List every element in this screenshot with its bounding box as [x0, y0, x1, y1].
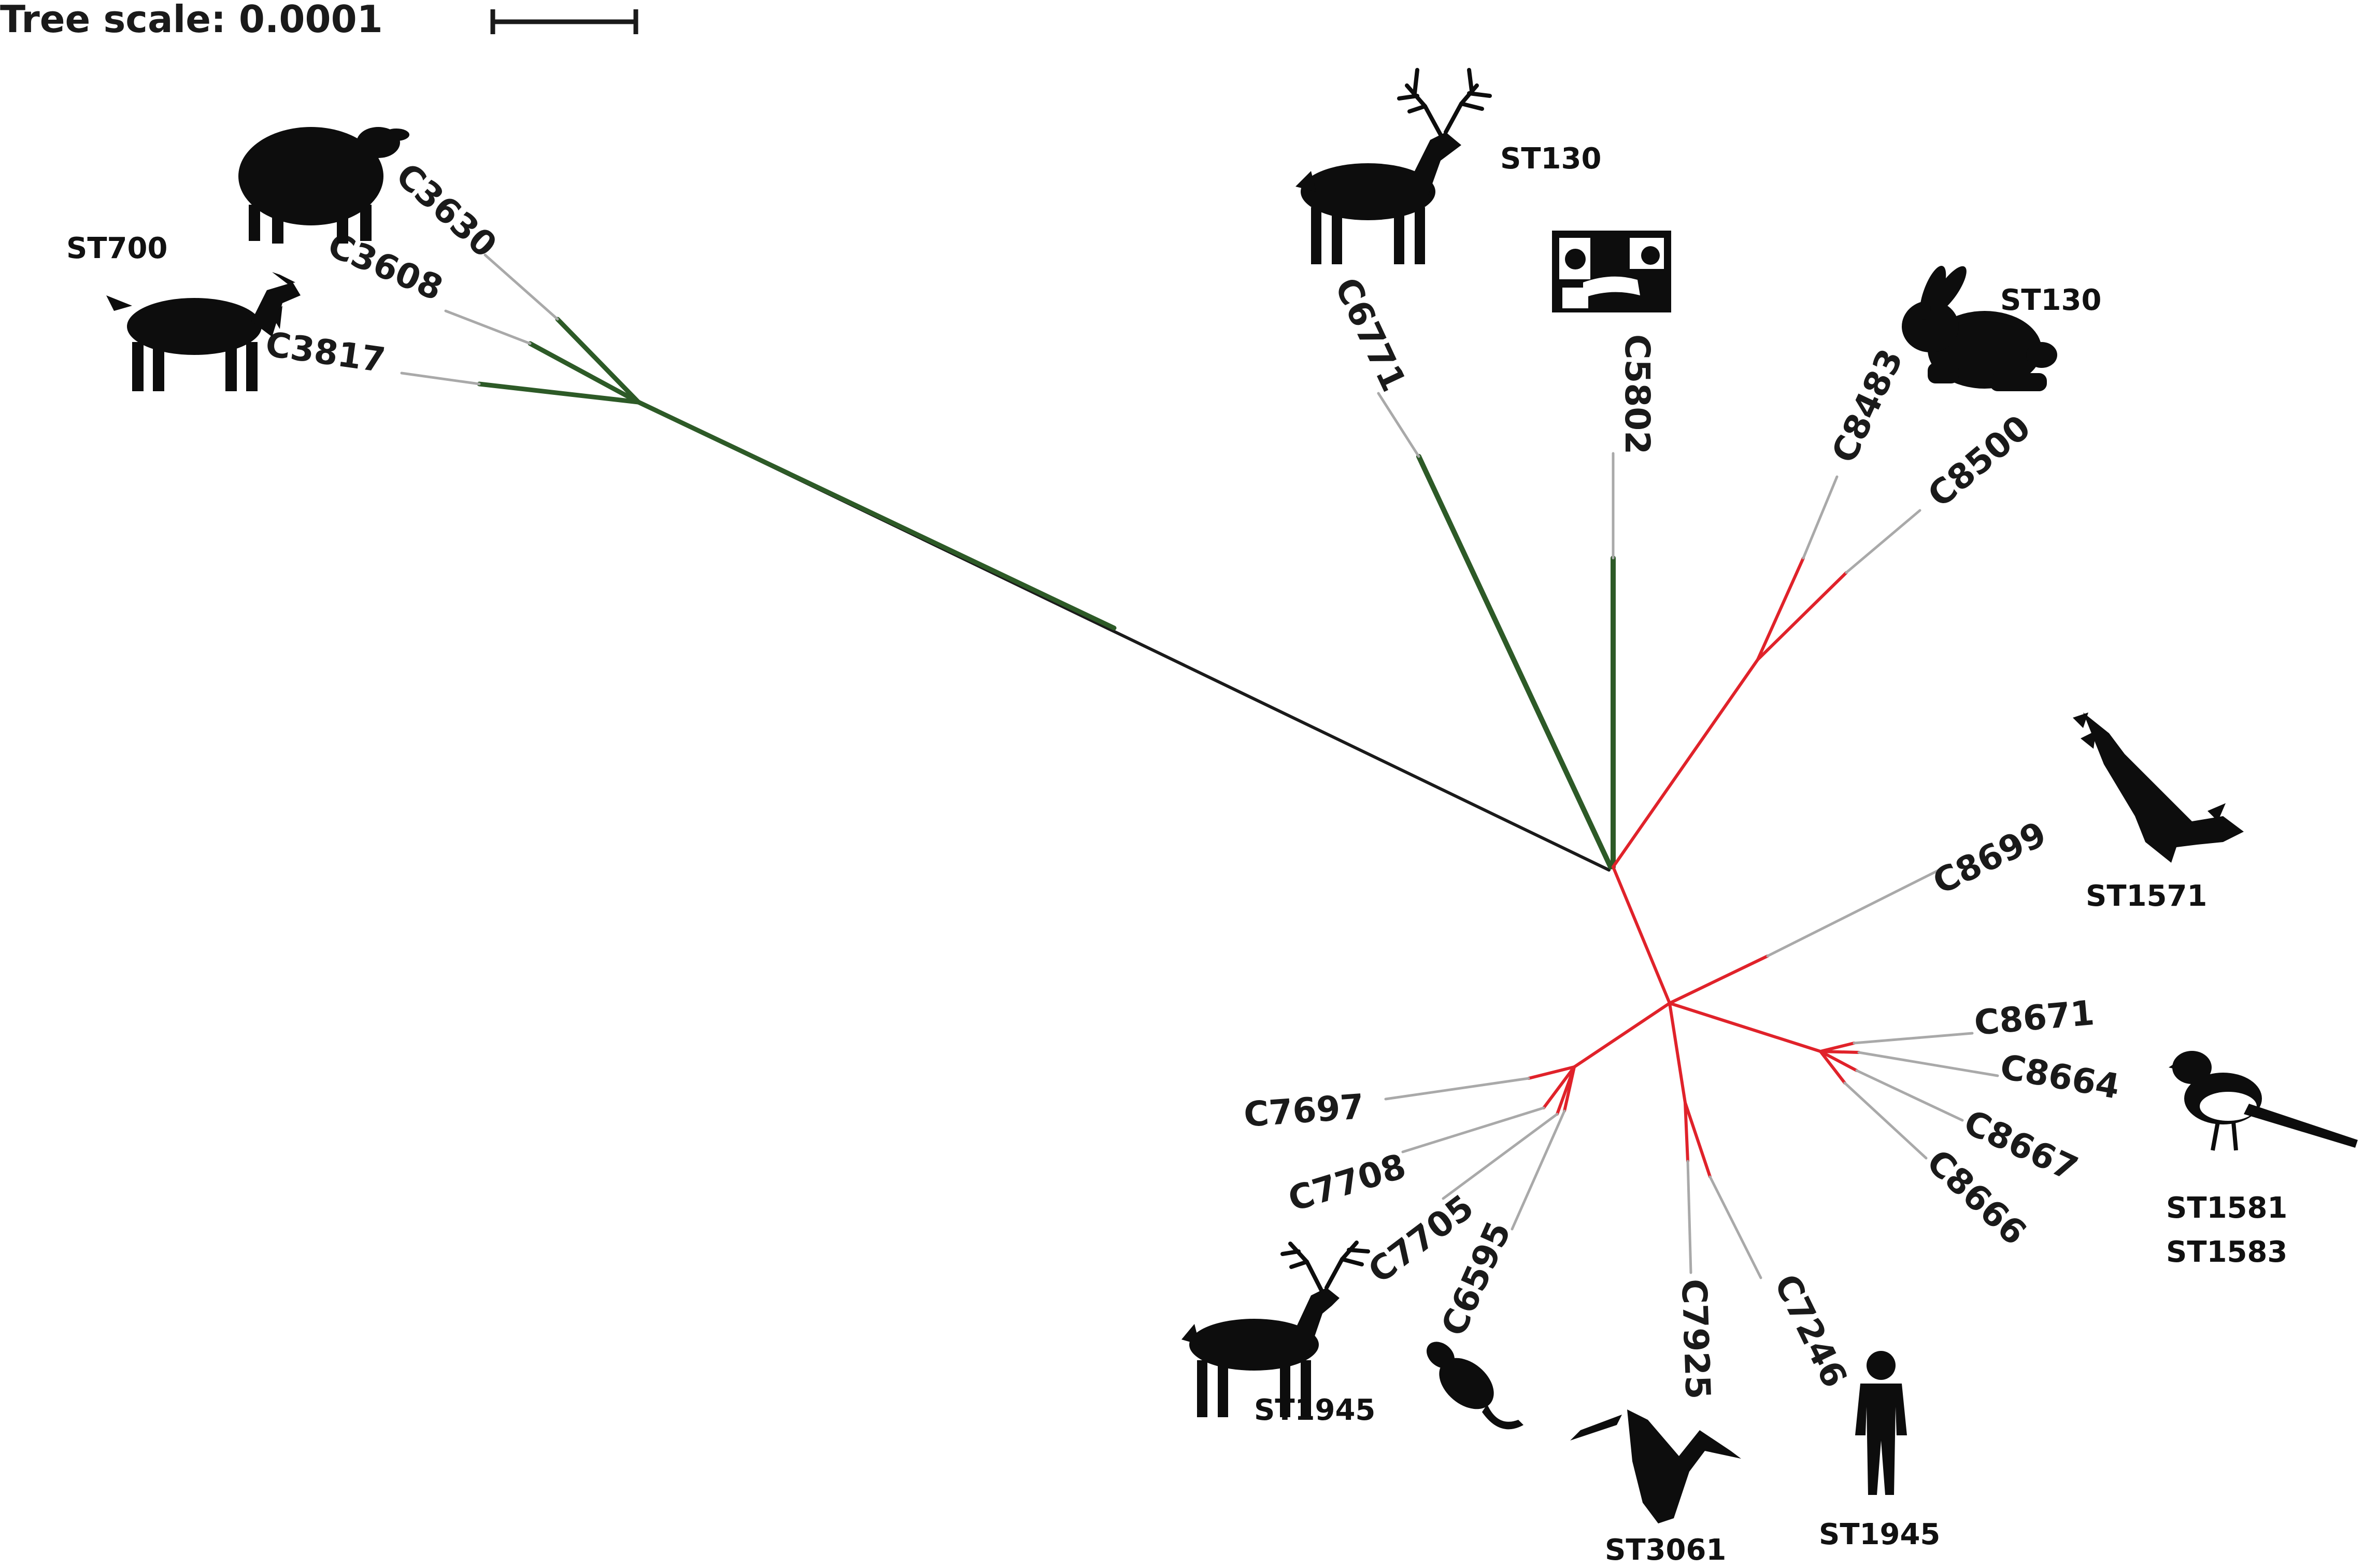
- tip-branches-sheep-goat: [400, 253, 559, 386]
- tip-label-c7697: C7697: [1243, 1087, 1365, 1135]
- human-icon: [1855, 1351, 1907, 1495]
- tip-label-c8671: C8671: [1973, 993, 2096, 1043]
- st-label-st130-rabbit: ST130: [2000, 283, 2101, 317]
- st-label-st1571: ST1571: [2086, 879, 2207, 913]
- tip-label-c7925: C7925: [1674, 1278, 1718, 1400]
- tree-scale: Tree scale: 0.0001: [0, 0, 638, 41]
- rabbit-icon: [1902, 265, 2057, 391]
- st-label-st3061: ST3061: [1605, 1533, 1726, 1567]
- heron-icon: [1570, 1409, 1741, 1523]
- st-label-st1945-deer: ST1945: [1254, 1393, 1375, 1427]
- sheep-icon: [238, 127, 409, 244]
- st-label-st700: ST700: [66, 232, 167, 265]
- tip-label-c3817: C3817: [263, 324, 388, 381]
- tip-labels: C3630 C3608 C3817 C6771 C5802 C8483 C850…: [263, 155, 2123, 1400]
- tip-label-c8483: C8483: [1824, 343, 1911, 469]
- tip-branches-red: [1384, 868, 1999, 1279]
- tip-label-c7246: C7246: [1767, 1268, 1855, 1393]
- red-core: [1527, 865, 1860, 1178]
- tip-label-c8664: C8664: [1997, 1047, 2123, 1107]
- magpie-icon: [2169, 1051, 2358, 1151]
- tip-label-c8699: C8699: [1927, 814, 2052, 902]
- tip-label-c8500: C8500: [1920, 407, 2038, 515]
- tip-label-c7708: C7708: [1284, 1146, 1411, 1220]
- deer-icon: [1181, 1241, 1370, 1417]
- green-clade-deer-clinic: [1416, 454, 1616, 869]
- green-clade-sheep-goat: [477, 317, 1117, 631]
- tree-scale-label: Tree scale: 0.0001: [0, 0, 383, 41]
- st-label-st1945-human: ST1945: [1819, 1518, 1940, 1551]
- st-label-st1583: ST1583: [2166, 1235, 2287, 1269]
- branches: [400, 253, 1999, 1279]
- vulture-icon: [2073, 712, 2244, 863]
- tip-branches-rabbit: [1802, 475, 1921, 574]
- tip-branches-deer-clinic: [1377, 392, 1615, 560]
- tip-label-c3630: C3630: [388, 155, 504, 266]
- sequence-type-labels: ST700 ST130 ST130 ST1571 ST1581 ST1583 S…: [66, 142, 2287, 1567]
- tip-label-c6771: C6771: [1327, 272, 1414, 397]
- tip-label-c5802: C5802: [1617, 334, 1657, 454]
- deer-icon: [1295, 68, 1492, 264]
- st-label-st1581: ST1581: [2166, 1191, 2287, 1225]
- red-clade-rabbit: [1612, 557, 1848, 868]
- rodent-icon: [1427, 1342, 1523, 1430]
- st-label-st130-deer: ST130: [1500, 142, 1601, 176]
- goat-icon: [106, 272, 301, 391]
- scale-bar: [490, 9, 638, 34]
- clinic-icon: [1552, 231, 1671, 312]
